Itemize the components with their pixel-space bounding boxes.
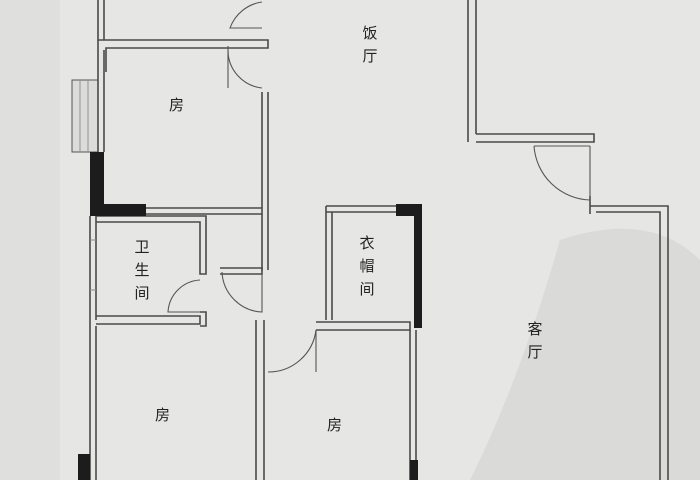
doors bbox=[167, 1, 591, 373]
solid-wall-closet-right bbox=[414, 204, 422, 328]
paper-shadow bbox=[470, 228, 700, 480]
solid-wall-left bbox=[90, 152, 104, 216]
room-label-bedroom-bottom-left: 房 bbox=[155, 406, 171, 424]
room-label-bathroom: 卫生间 bbox=[134, 238, 150, 302]
paper-shadow-left bbox=[0, 0, 60, 480]
room-label-bedroom-top: 房 bbox=[169, 96, 185, 114]
room-label-living: 客厅 bbox=[527, 320, 543, 361]
room-label-closet: 衣帽间 bbox=[359, 234, 375, 298]
window-left bbox=[71, 79, 99, 153]
walls bbox=[71, 0, 669, 480]
solid-wall-bottom-mid bbox=[410, 460, 418, 480]
solid-wall-bottom-left bbox=[98, 204, 146, 216]
room-label-bedroom-bottom-mid: 房 bbox=[327, 416, 343, 434]
room-label-dining: 饭厅 bbox=[362, 24, 378, 65]
solid-wall-bottom-corner bbox=[78, 454, 90, 480]
